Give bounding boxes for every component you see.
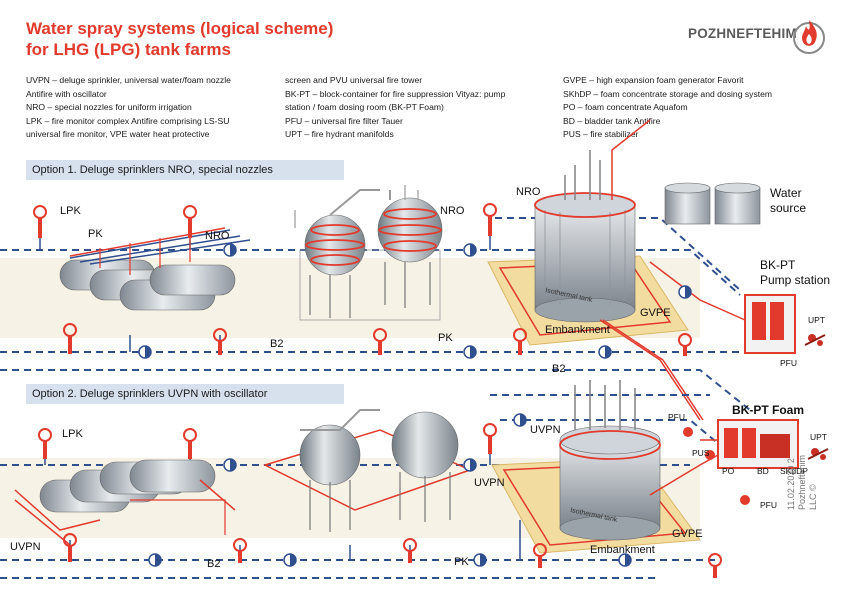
legend-item: BD – bladder tank Antifire xyxy=(563,115,661,126)
fire-monitors xyxy=(33,203,750,578)
label-b2: B2 xyxy=(552,363,566,375)
legend-item: UVPN – deluge sprinkler, universal water… xyxy=(26,75,231,85)
label-lpk: LPK xyxy=(60,205,81,217)
water-source-tanks xyxy=(664,182,761,225)
legend-item: GVPE – high expansion foam generator Fav… xyxy=(563,75,744,85)
legend-item: station / foam dosing room (BK-PT Foam) xyxy=(285,102,444,112)
label-uvpn: UVPN xyxy=(474,477,505,489)
label-gvpe: GVPE xyxy=(672,528,703,540)
label-lpk: LPK xyxy=(62,428,83,440)
legend-item: PFU – universal fire filter Tauer xyxy=(285,115,403,126)
label-b2: B2 xyxy=(270,338,284,350)
upt-manifold-2 xyxy=(807,448,829,460)
label-water-source-2: source xyxy=(770,201,807,215)
label-bd: BD xyxy=(757,466,769,476)
valves xyxy=(138,243,692,567)
label-nro: NRO xyxy=(516,186,541,198)
legend-item: UPT – fire hydrant manifolds xyxy=(285,129,394,139)
legend-item: PO – foam concentrate Aquafom xyxy=(563,102,688,112)
title-line-1: Water spray systems (logical scheme) xyxy=(26,19,334,38)
option-2-header: Option 2. Deluge sprinklers UVPN with os… xyxy=(26,384,344,404)
label-bkpt: BK-PT xyxy=(760,258,796,272)
legend-item: NRO – special nozzles for uniform irriga… xyxy=(26,102,192,112)
label-pump-station: Pump station xyxy=(760,273,831,287)
label-pk: PK xyxy=(88,228,103,240)
legend-item: SKhDP – foam concentrate storage and dos… xyxy=(563,88,773,99)
legend-col-1: UVPN – deluge sprinkler, universal water… xyxy=(26,74,231,142)
label-pfu: PFU xyxy=(668,412,685,422)
label-pk: PK xyxy=(438,332,453,344)
upt-manifold-1 xyxy=(804,334,826,346)
legend-item: PUS – fire stabilizer xyxy=(563,129,639,139)
logo-text: POZHNEFTEHIM xyxy=(688,26,797,41)
label-pfu: PFU xyxy=(780,358,797,368)
spherical-tanks-group-1 xyxy=(294,185,443,321)
spherical-tanks-group-2 xyxy=(262,409,473,532)
label-gvpe: GVPE xyxy=(640,307,671,319)
company-logo: POZHNEFTEHIM xyxy=(688,18,828,58)
footer-llc: LLC © xyxy=(808,484,818,510)
legend-item: BK-PT – block-container for fire suppres… xyxy=(285,88,506,99)
title-line-2: for LHG (LPG) tank farms xyxy=(26,40,231,59)
bkpt-pump-station xyxy=(599,261,796,421)
label-bkpt-foam: BK-PT Foam xyxy=(732,403,804,417)
label-uvpn: UVPN xyxy=(10,541,41,553)
footer-company: Pozhneftehim xyxy=(797,454,807,510)
label-uvpn: UVPN xyxy=(530,424,561,436)
label-nro: NRO xyxy=(440,205,465,217)
legend-item: Antifire with oscillator xyxy=(26,88,107,99)
label-pus: PUS xyxy=(692,448,710,458)
page-title: Water spray systems (logical scheme) for… xyxy=(26,18,333,60)
copyright-footer: 11.02.2020 2 Pozhneftehim LLC © xyxy=(786,455,819,510)
legend-item: screen and PVU universal fire tower xyxy=(285,75,423,85)
label-pfu: PFU xyxy=(760,500,777,510)
legend-col-3: GVPE – high expansion foam generator Fav… xyxy=(563,74,772,142)
horizontal-tanks-group-1 xyxy=(59,227,251,311)
legend-col-2: screen and PVU universal fire tower BK-P… xyxy=(285,74,505,142)
label-upt: UPT xyxy=(808,315,825,325)
label-embankment: Embankment xyxy=(545,324,610,336)
option-1-header: Option 1. Deluge sprinklers NRO, special… xyxy=(26,160,344,180)
label-pk: PK xyxy=(454,556,469,568)
bkpt-foam-container xyxy=(649,419,799,496)
label-upt: UPT xyxy=(810,432,827,442)
isothermal-tank-2 xyxy=(559,380,661,541)
flame-icon xyxy=(793,20,825,54)
label-skdp: SKdDP xyxy=(780,466,808,476)
horizontal-tanks-group-2 xyxy=(14,459,236,546)
footer-date: 11.02.2020 2 xyxy=(786,458,796,510)
label-embankment: Embankment xyxy=(590,544,655,556)
label-po: PO xyxy=(722,466,735,476)
label-b2: B2 xyxy=(207,558,221,570)
legend-item: universal fire monitor, VPE water heat p… xyxy=(26,129,210,139)
legend-item: LPK – fire monitor complex Antifire comp… xyxy=(26,115,230,126)
isothermal-tank-1 xyxy=(534,119,651,323)
label-water-source-1: Water xyxy=(770,186,802,200)
label-nro: NRO xyxy=(205,230,230,242)
